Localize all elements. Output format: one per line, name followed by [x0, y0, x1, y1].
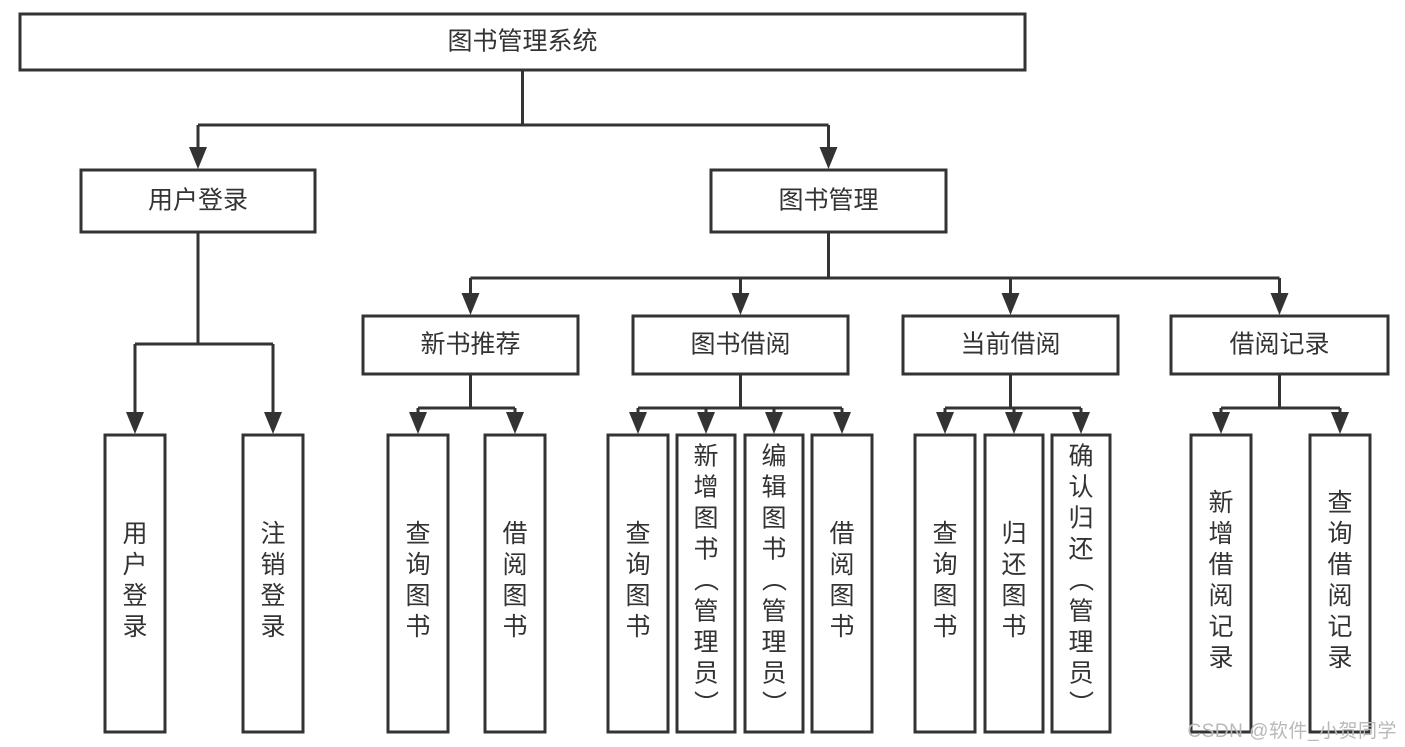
node-layer: 图书管理系统用户登录图书管理新书推荐图书借阅当前借阅借阅记录用户登录注销登录查询… [18, 12, 1390, 734]
arrow-head-icon [936, 412, 954, 434]
node-box-leaf-user-login[interactable] [103, 433, 167, 734]
arrow-head-icon [731, 293, 750, 315]
connector-group [461, 232, 1289, 315]
node-leaf-query-book-cur[interactable]: 查询图书 [913, 433, 977, 734]
watermark-label: CSDN @软件_小贺同学 [1187, 721, 1397, 742]
node-label-leaf-edit-book: 编辑图书（管理员） [761, 443, 787, 719]
node-box-book-borrow[interactable] [631, 314, 850, 376]
arrow-head-icon [697, 412, 715, 434]
node-label-leaf-query-book-rec: 查询图书 [405, 520, 430, 641]
node-box-leaf-query-record[interactable] [1308, 433, 1372, 734]
node-label-leaf-add-record: 新增借阅记录 [1208, 489, 1233, 672]
node-label-leaf-query-book-borrow: 查询图书 [625, 520, 650, 641]
arrow-head-icon [1331, 412, 1349, 434]
node-box-current-borrow[interactable] [901, 314, 1120, 376]
arrow-head-icon [833, 412, 851, 434]
arrow-head-icon [1005, 412, 1023, 434]
node-label-leaf-add-book: 新增图书（管理员） [693, 443, 719, 719]
connector-group [189, 70, 838, 169]
arrow-head-icon [189, 147, 207, 169]
node-label-new-book-rec: 新书推荐 [420, 331, 520, 359]
node-box-leaf-add-book[interactable] [675, 433, 737, 734]
arrow-head-icon [409, 412, 427, 434]
arrow-head-icon [264, 412, 282, 434]
arrow-head-icon [1001, 293, 1020, 315]
arrow-head-icon [1072, 412, 1090, 434]
connector-layer [126, 70, 1349, 434]
node-label-leaf-query-record: 查询借阅记录 [1327, 489, 1352, 672]
node-leaf-borrow-book-rec[interactable]: 借阅图书 [483, 433, 547, 734]
node-leaf-borrow-book[interactable]: 借阅图书 [810, 433, 874, 734]
node-label-current-borrow: 当前借阅 [960, 331, 1060, 359]
node-box-leaf-query-book-cur[interactable] [913, 433, 977, 734]
node-label-borrow-record: 借阅记录 [1229, 331, 1329, 359]
arrow-head-icon [629, 412, 647, 434]
connector-group [629, 374, 851, 434]
node-label-leaf-logout: 注销登录 [260, 520, 285, 641]
connector-group [1212, 374, 1349, 434]
node-box-leaf-confirm-return[interactable] [1050, 433, 1112, 734]
node-box-leaf-edit-book[interactable] [743, 433, 805, 734]
node-new-book-rec[interactable]: 新书推荐 [361, 314, 580, 376]
node-leaf-confirm-return[interactable]: 确认归还（管理员） [1050, 433, 1112, 734]
node-box-leaf-borrow-book-rec[interactable] [483, 433, 547, 734]
node-box-leaf-add-record[interactable] [1189, 433, 1253, 734]
node-box-book-manage[interactable] [709, 168, 948, 234]
connector-group [936, 374, 1090, 434]
node-label-leaf-borrow-book: 借阅图书 [829, 520, 854, 641]
node-leaf-query-book-borrow[interactable]: 查询图书 [606, 433, 670, 734]
node-root[interactable]: 图书管理系统 [18, 12, 1027, 72]
node-book-borrow[interactable]: 图书借阅 [631, 314, 850, 376]
node-leaf-return-book[interactable]: 归还图书 [983, 433, 1045, 734]
connector-group [126, 232, 282, 434]
arrow-head-icon [126, 412, 144, 434]
node-box-borrow-record[interactable] [1169, 314, 1390, 376]
node-box-leaf-logout[interactable] [241, 433, 305, 734]
arrow-head-icon [1212, 412, 1230, 434]
node-label-book-manage: 图书管理 [778, 187, 878, 215]
node-box-user-login[interactable] [79, 168, 317, 234]
node-leaf-query-record[interactable]: 查询借阅记录 [1308, 433, 1372, 734]
node-label-book-borrow: 图书借阅 [690, 331, 790, 359]
node-label-leaf-return-book: 归还图书 [1001, 520, 1026, 641]
node-box-new-book-rec[interactable] [361, 314, 580, 376]
node-book-manage[interactable]: 图书管理 [709, 168, 948, 234]
node-user-login[interactable]: 用户登录 [79, 168, 317, 234]
node-box-leaf-query-book-rec[interactable] [386, 433, 450, 734]
node-leaf-edit-book[interactable]: 编辑图书（管理员） [743, 433, 805, 734]
node-label-user-login: 用户登录 [148, 187, 248, 215]
arrow-head-icon [506, 412, 524, 434]
arrow-head-icon [819, 147, 838, 169]
node-leaf-add-record[interactable]: 新增借阅记录 [1189, 433, 1253, 734]
node-label-leaf-confirm-return: 确认归还（管理员） [1068, 443, 1094, 719]
node-box-leaf-borrow-book[interactable] [810, 433, 874, 734]
node-current-borrow[interactable]: 当前借阅 [901, 314, 1120, 376]
node-borrow-record[interactable]: 借阅记录 [1169, 314, 1390, 376]
node-label-leaf-query-book-cur: 查询图书 [932, 520, 957, 641]
node-box-leaf-query-book-borrow[interactable] [606, 433, 670, 734]
node-label-root: 图书管理系统 [447, 28, 597, 56]
node-leaf-logout[interactable]: 注销登录 [241, 433, 305, 734]
node-leaf-add-book[interactable]: 新增图书（管理员） [675, 433, 737, 734]
node-leaf-query-book-rec[interactable]: 查询图书 [386, 433, 450, 734]
arrow-head-icon [765, 412, 783, 434]
connector-group [409, 374, 524, 434]
node-box-root[interactable] [18, 12, 1027, 72]
arrow-head-icon [1270, 293, 1289, 315]
node-leaf-user-login[interactable]: 用户登录 [103, 433, 167, 734]
arrow-head-icon [461, 293, 480, 315]
node-box-leaf-return-book[interactable] [983, 433, 1045, 734]
node-label-leaf-user-login: 用户登录 [122, 520, 147, 641]
node-label-leaf-borrow-book-rec: 借阅图书 [502, 520, 527, 641]
